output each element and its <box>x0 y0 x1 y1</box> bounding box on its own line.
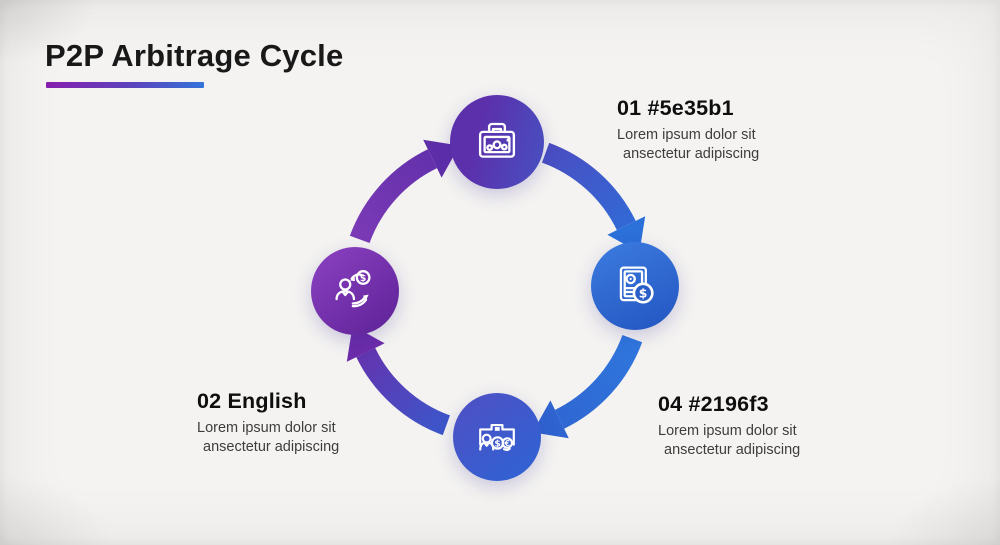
briefcase-chart-icon <box>478 122 516 158</box>
step-01-body-line1: Lorem ipsum dolor sit <box>617 127 756 143</box>
label-step-04: 04 #2196f3 Lorem ipsum dolor sit ansecte… <box>658 392 800 459</box>
step-04-body-line2: ansectetur adipiscing <box>664 441 801 458</box>
team-coins-icon: $ € <box>479 424 515 451</box>
arrow-right-to-bottom <box>532 334 643 439</box>
step-02-description: Lorem ipsum dolor sit ansectetur adipisc… <box>197 419 339 456</box>
label-step-02: 02 English Lorem ipsum dolor sit ansecte… <box>197 389 339 456</box>
cycle-node-bottom: $ € <box>453 393 541 481</box>
step-02-body-line2: ansectetur adipiscing <box>203 438 340 455</box>
arrow-left-to-top <box>349 139 460 244</box>
svg-text:$: $ <box>360 273 366 284</box>
step-01-description: Lorem ipsum dolor sit ansectetur adipisc… <box>617 126 759 163</box>
step-02-body-line1: Lorem ipsum dolor sit <box>197 420 336 436</box>
svg-text:$: $ <box>494 438 500 449</box>
cycle-node-top <box>450 95 544 189</box>
step-04-description: Lorem ipsum dolor sit ansectetur adipisc… <box>658 422 800 459</box>
arrow-top-to-right <box>541 142 646 253</box>
step-04-body-line1: Lorem ipsum dolor sit <box>658 423 797 439</box>
step-01-heading: 01 #5e35b1 <box>617 96 734 120</box>
document-dollar-icon: $ <box>619 266 654 304</box>
step-02-heading: 02 English <box>197 389 307 413</box>
label-step-01: 01 #5e35b1 Lorem ipsum dolor sit ansecte… <box>617 96 759 163</box>
person-money-exchange-icon: $ <box>335 270 371 308</box>
svg-text:€: € <box>504 439 510 448</box>
cycle-node-left: $ <box>311 247 399 335</box>
arrow-bottom-to-left <box>346 325 451 436</box>
svg-text:$: $ <box>639 285 648 300</box>
cycle-node-right: $ <box>591 242 679 330</box>
page-title: P2P Arbitrage Cycle <box>45 38 344 73</box>
title-underline <box>46 82 204 88</box>
step-01-body-line2: ansectetur adipiscing <box>623 145 760 162</box>
step-04-heading: 04 #2196f3 <box>658 392 769 416</box>
